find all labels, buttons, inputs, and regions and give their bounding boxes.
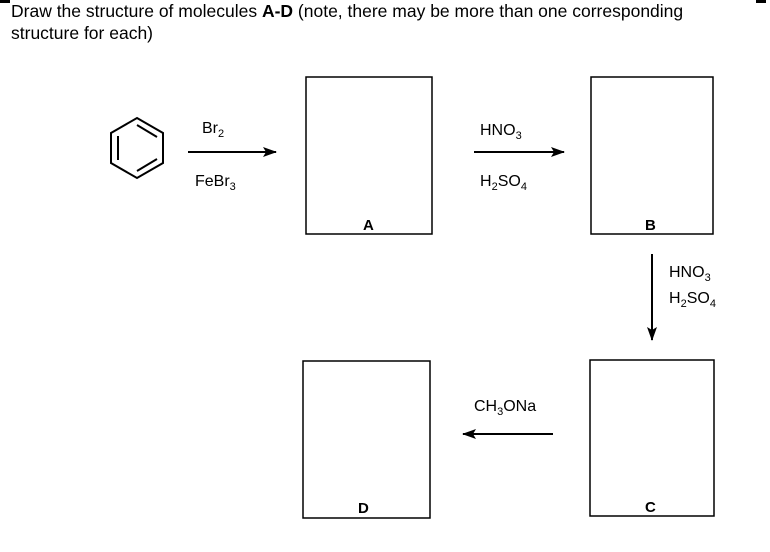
- reagent-ch3ona: CH3ONa: [474, 398, 536, 418]
- question-text-part-2: (note, there may be more than one corres…: [11, 1, 684, 43]
- answer-box-d[interactable]: [302, 360, 431, 519]
- reagent-hno3-step2: HNO3: [480, 122, 522, 142]
- reagent-hno3-step3: HNO3: [669, 264, 711, 284]
- question-text-part-1: Draw the structure of molecules: [11, 1, 262, 21]
- box-label-d: D: [358, 500, 369, 517]
- answer-box-b[interactable]: [590, 76, 714, 235]
- question-text: Draw the structure of molecules A-D (not…: [11, 0, 751, 44]
- cropped-text-fragment-left: [0, 0, 10, 3]
- box-label-c: C: [645, 499, 656, 516]
- box-label-b: B: [645, 217, 656, 234]
- reagent-febr3: FeBr3: [195, 173, 236, 193]
- reagent-br2: Br2: [202, 120, 224, 140]
- reagent-h2so4-step2: H2SO4: [480, 173, 527, 193]
- cropped-text-fragment-right: [756, 0, 766, 3]
- question-text-bold-range: A-D: [261, 1, 294, 21]
- box-label-a: A: [363, 217, 374, 234]
- reagent-h2so4-step3: H2SO4: [669, 290, 716, 310]
- answer-box-a[interactable]: [305, 76, 433, 235]
- benzene-ring-icon: [110, 116, 164, 180]
- answer-box-c[interactable]: [589, 359, 715, 517]
